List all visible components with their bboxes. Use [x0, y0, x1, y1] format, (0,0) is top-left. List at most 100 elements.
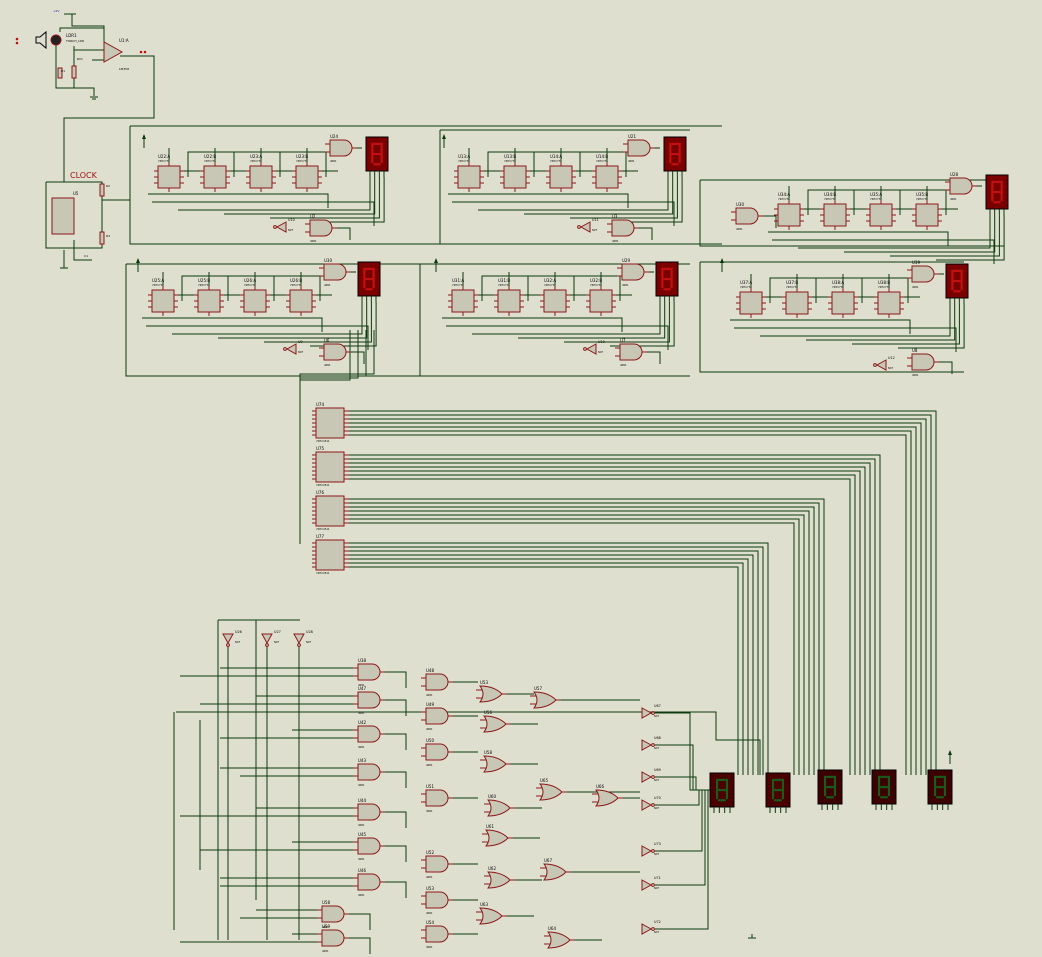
- chip-label: U13:A: [458, 154, 470, 159]
- wire: [349, 510, 810, 775]
- wire: [172, 302, 363, 335]
- chip-part-label: 74HC73: [198, 283, 209, 287]
- chip-body: [869, 203, 893, 227]
- gate-label: U53: [480, 680, 488, 685]
- wire: [890, 215, 1000, 257]
- gate-bubble: [283, 347, 287, 351]
- chip-part-label: 74HC73: [498, 283, 509, 287]
- display-segment: [877, 775, 881, 786]
- gate-body: [585, 343, 597, 355]
- wire: [224, 177, 376, 215]
- chip-part-label: 74HC73: [550, 159, 561, 163]
- seven-segment-display: [985, 174, 1009, 215]
- display-segment: [823, 785, 827, 797]
- wire: [385, 733, 407, 750]
- chip-label: U25:A: [152, 278, 164, 283]
- display-segment: [826, 785, 834, 789]
- chip-body: [151, 289, 175, 313]
- gate-part-label: 4081: [426, 727, 433, 731]
- gate-body: [357, 763, 381, 781]
- wire: [564, 302, 670, 343]
- rv-label: RV1: [77, 57, 83, 61]
- chip-label: U77: [316, 534, 324, 539]
- display-segment: [936, 785, 944, 789]
- chip-body: [549, 165, 573, 189]
- display-segment: [880, 796, 888, 799]
- wire: [337, 227, 351, 240]
- chip-body: [315, 539, 345, 571]
- gate-body: [641, 739, 653, 751]
- wire: [349, 542, 769, 775]
- display-segment: [373, 163, 381, 166]
- gate-label: U50: [426, 738, 434, 743]
- wire: [45, 181, 103, 249]
- wire: [349, 514, 805, 775]
- seven-segment-display: [871, 769, 897, 810]
- seven-segment-display: [709, 772, 735, 813]
- wire: [318, 275, 321, 301]
- gate-body: [485, 829, 509, 847]
- seven-segment-display: [945, 263, 969, 304]
- wire: [573, 275, 616, 301]
- seven-segment-display: [357, 261, 381, 302]
- display-segment: [833, 775, 837, 786]
- gate-label: U6: [324, 338, 330, 343]
- wire: [349, 562, 744, 775]
- gate-body: [579, 221, 591, 233]
- display-segment: [960, 279, 963, 291]
- display-segment: [678, 142, 681, 153]
- gate-part-label: 4081: [426, 809, 433, 813]
- display-segment: [951, 279, 954, 291]
- r3-label: R3: [106, 234, 110, 238]
- chip-body: [457, 165, 481, 189]
- gate-part-label: 4081: [322, 925, 329, 929]
- timer-label: U5: [73, 191, 79, 196]
- gate-body: [627, 139, 651, 157]
- wire: [385, 881, 407, 898]
- wire: [148, 193, 329, 208]
- gate-label: U48: [426, 668, 434, 673]
- display-segment: [771, 788, 775, 800]
- or-gate: U65: [536, 778, 567, 801]
- gate-bubble: [583, 347, 587, 351]
- opamp-part-label: LM358: [119, 67, 129, 71]
- display-segment: [826, 775, 834, 778]
- chip-body: [197, 289, 221, 313]
- gate-part-label: NOT: [654, 887, 660, 890]
- gate-part-label: 4081: [426, 693, 433, 697]
- gate-part-label: 4081: [950, 197, 957, 201]
- wire: [655, 776, 710, 791]
- component-layer: U22:A74HC73U22:B74HC73U23:A74HC73U23:B74…: [15, 30, 1009, 953]
- wire: [349, 470, 861, 775]
- wire: [861, 277, 906, 303]
- wire: [349, 498, 825, 775]
- gate-body: [425, 707, 449, 725]
- or-gate: U62: [484, 866, 515, 889]
- or-gate: U58: [480, 750, 511, 773]
- wire: [655, 789, 710, 930]
- gate-body: [357, 873, 381, 891]
- display-segment: [715, 788, 719, 800]
- gate-body: [487, 799, 511, 817]
- chip-label: U31:A: [452, 278, 464, 283]
- gate-label: U21: [628, 134, 636, 139]
- display-segment: [880, 785, 888, 789]
- gate-part-label: 4081: [426, 875, 433, 879]
- display-segment: [823, 775, 827, 786]
- gate-label: U43: [358, 758, 366, 763]
